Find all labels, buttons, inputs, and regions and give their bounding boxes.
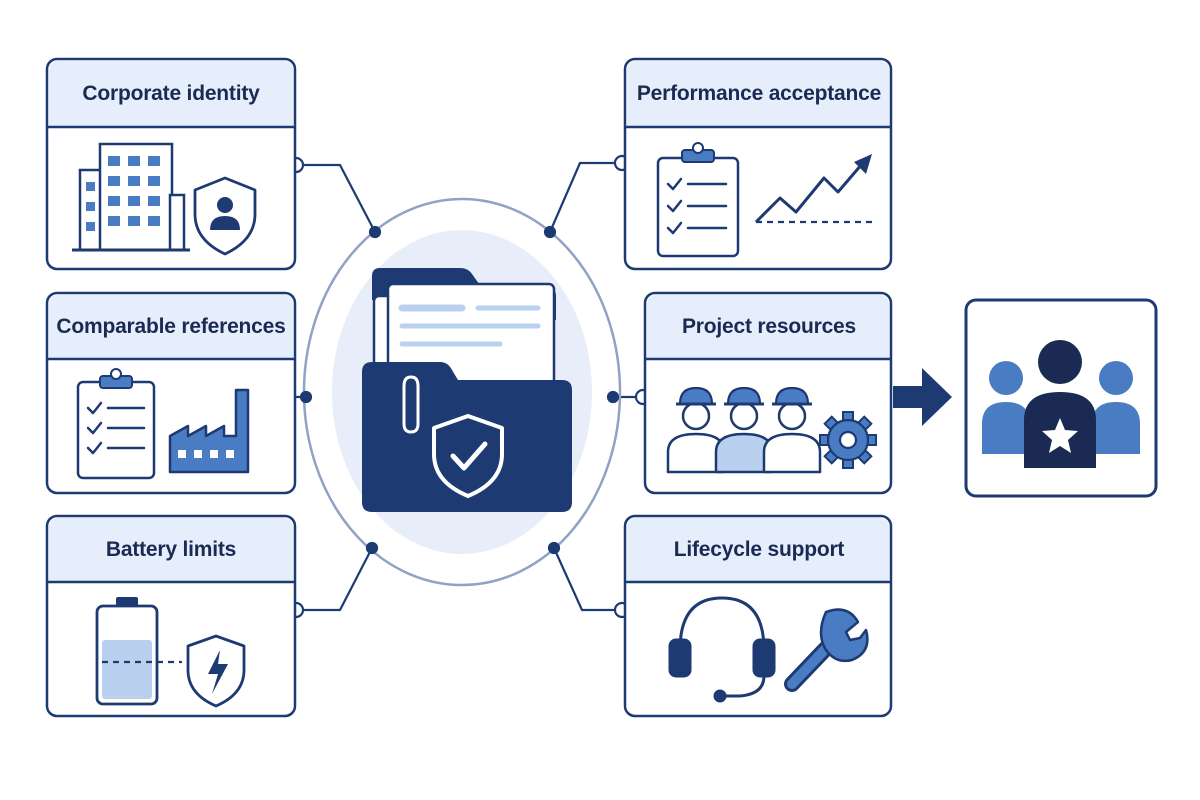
headset-icon — [668, 596, 776, 703]
comparable-references-title: Comparable references — [56, 315, 286, 338]
checklist-clipboard-icon — [656, 142, 740, 258]
trend-chart-icon — [754, 154, 872, 224]
workers-icon — [666, 386, 822, 474]
connector-performance — [548, 161, 622, 233]
gear-icon — [819, 411, 877, 469]
connector-corporate — [296, 163, 376, 233]
project-resources-title: Project resources — [681, 315, 857, 338]
wrench-icon — [784, 608, 869, 692]
performance-acceptance-title: Performance acceptance — [636, 82, 882, 105]
box-lifecycle-support — [623, 514, 893, 718]
lifecycle-support-title: Lifecycle support — [673, 538, 845, 561]
box-performance-acceptance — [623, 57, 893, 271]
worker-figure — [714, 386, 774, 474]
box-battery-limits — [45, 514, 297, 718]
connector-lifecycle — [552, 547, 622, 612]
outcome-box — [964, 298, 1158, 498]
battery-limits-title: Battery limits — [105, 538, 237, 561]
connectors — [284, 161, 643, 612]
box-project-resources — [643, 291, 893, 495]
secure-folder-icon — [362, 268, 572, 512]
worker-figure — [762, 386, 822, 474]
shield-lightning-icon — [186, 634, 246, 708]
box-comparable-references — [45, 291, 297, 495]
factory-icon — [168, 388, 250, 474]
team-star-icon — [982, 340, 1140, 468]
corporate-identity-title: Corporate identity — [82, 82, 260, 105]
office-building-icon — [72, 142, 190, 252]
checklist-clipboard-icon — [76, 368, 156, 480]
box-corporate-identity — [45, 57, 297, 271]
connector-battery — [296, 547, 373, 612]
shield-user-icon — [193, 176, 257, 256]
right-arrow-icon — [893, 368, 952, 426]
battery-icon — [95, 597, 182, 706]
